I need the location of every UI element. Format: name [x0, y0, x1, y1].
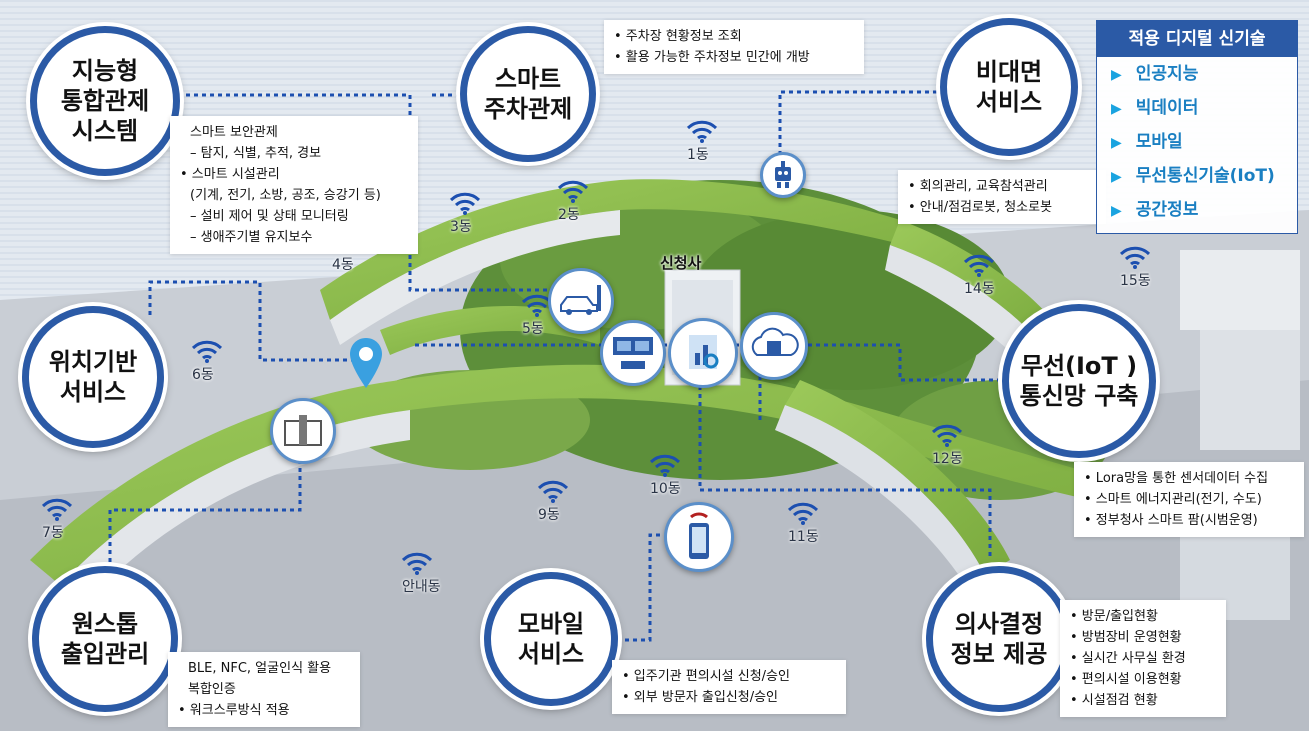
- hub-iot-network: 무선(IoT ) 통신망 구축: [1002, 304, 1156, 458]
- wifi-icon: [962, 252, 996, 282]
- hub-mobile-service: 모바일 서비스: [484, 572, 618, 706]
- triangle-bullet-icon: ▶: [1111, 101, 1122, 117]
- building-label: 11동: [788, 529, 819, 545]
- wifi-icon: [685, 118, 719, 148]
- tech-item-iot: ▶무선통신기술(IoT): [1111, 166, 1275, 186]
- analytics-icon: [668, 318, 738, 388]
- smartphone-icon: [664, 502, 734, 572]
- wifi-icon: [400, 550, 434, 580]
- triangle-bullet-icon: ▶: [1111, 67, 1122, 83]
- note-smart-parking: • 주차장 현황정보 조회 • 활용 가능한 주차정보 민간에 개방: [604, 20, 864, 74]
- triangle-bullet-icon: ▶: [1111, 169, 1122, 185]
- wifi-icon: [1118, 244, 1152, 274]
- note-contactless: • 회의관리, 교육참석관리 • 안내/점검로봇, 청소로봇: [898, 170, 1106, 224]
- note-iot: • Lora망을 통한 센서데이터 수집 • 스마트 에너지관리(전기, 수도)…: [1074, 462, 1304, 537]
- hub-decision-info: 의사결정 정보 제공: [926, 566, 1072, 712]
- building-label: 6동: [192, 367, 214, 383]
- tech-item-spatial: ▶공간정보: [1111, 200, 1199, 220]
- note-decision: • 방문/출입현황 • 방범장비 운영현황 • 실시간 사무실 환경 • 편의시…: [1060, 600, 1226, 717]
- building-label: 7동: [42, 525, 64, 541]
- gate-icon: [270, 398, 336, 464]
- wifi-icon: [930, 422, 964, 452]
- applied-digital-tech-panel: 적용 디지털 신기술 ▶인공지능 ▶빅데이터 ▶모바일 ▶무선통신기술(IoT)…: [1096, 20, 1298, 234]
- location-pin-icon: [348, 336, 384, 394]
- wifi-icon: [786, 500, 820, 530]
- building-label: 5동: [522, 321, 544, 337]
- hub-onestop-access: 원스톱 출입관리: [32, 566, 178, 712]
- building-label: 1동: [687, 147, 709, 163]
- tech-item-ai: ▶인공지능: [1111, 64, 1199, 84]
- building-label: 12동: [932, 451, 963, 467]
- hub-location-service: 위치기반 서비스: [22, 306, 164, 448]
- note-mobile: • 입주기관 편의시설 신청/승인 • 외부 방문자 출입신청/승인: [612, 660, 846, 714]
- cloud-server-icon: [740, 312, 808, 380]
- building-label: 안내동: [402, 579, 441, 595]
- wifi-icon: [648, 452, 682, 482]
- tech-item-bigdata: ▶빅데이터: [1111, 98, 1199, 118]
- hub-contactless-service: 비대면 서비스: [940, 18, 1078, 156]
- building-label: 4동: [332, 257, 354, 273]
- wifi-icon: [536, 478, 570, 508]
- control-room-icon: [600, 320, 666, 386]
- triangle-bullet-icon: ▶: [1111, 203, 1122, 219]
- hub-intelligent-control: 지능형 통합관제 시스템: [30, 26, 180, 176]
- new-government-building-label: 신청사: [660, 254, 702, 272]
- wifi-icon: [448, 190, 482, 220]
- building-label: 15동: [1120, 273, 1151, 289]
- note-intelligent-control: 스마트 보안관제 – 탐지, 식별, 추적, 경보 • 스마트 시설관리 (기계…: [170, 116, 418, 254]
- wifi-icon: [556, 178, 590, 208]
- robot-icon: [760, 152, 806, 198]
- panel-title: 적용 디지털 신기술: [1097, 21, 1297, 57]
- building-label: 2동: [558, 207, 580, 223]
- building-label: 10동: [650, 481, 681, 497]
- wifi-icon: [40, 496, 74, 526]
- triangle-bullet-icon: ▶: [1111, 135, 1122, 151]
- building-label: 3동: [450, 219, 472, 235]
- building-label: 14동: [964, 281, 995, 297]
- wifi-icon: [190, 338, 224, 368]
- tech-item-mobile: ▶모바일: [1111, 132, 1183, 152]
- hub-smart-parking: 스마트 주차관제: [460, 26, 596, 162]
- building-label: 9동: [538, 507, 560, 523]
- note-onestop: BLE, NFC, 얼굴인식 활용 복합인증 • 워크스루방식 적용: [168, 652, 360, 727]
- wifi-icon: [520, 292, 554, 322]
- car-parking-icon: [548, 268, 614, 334]
